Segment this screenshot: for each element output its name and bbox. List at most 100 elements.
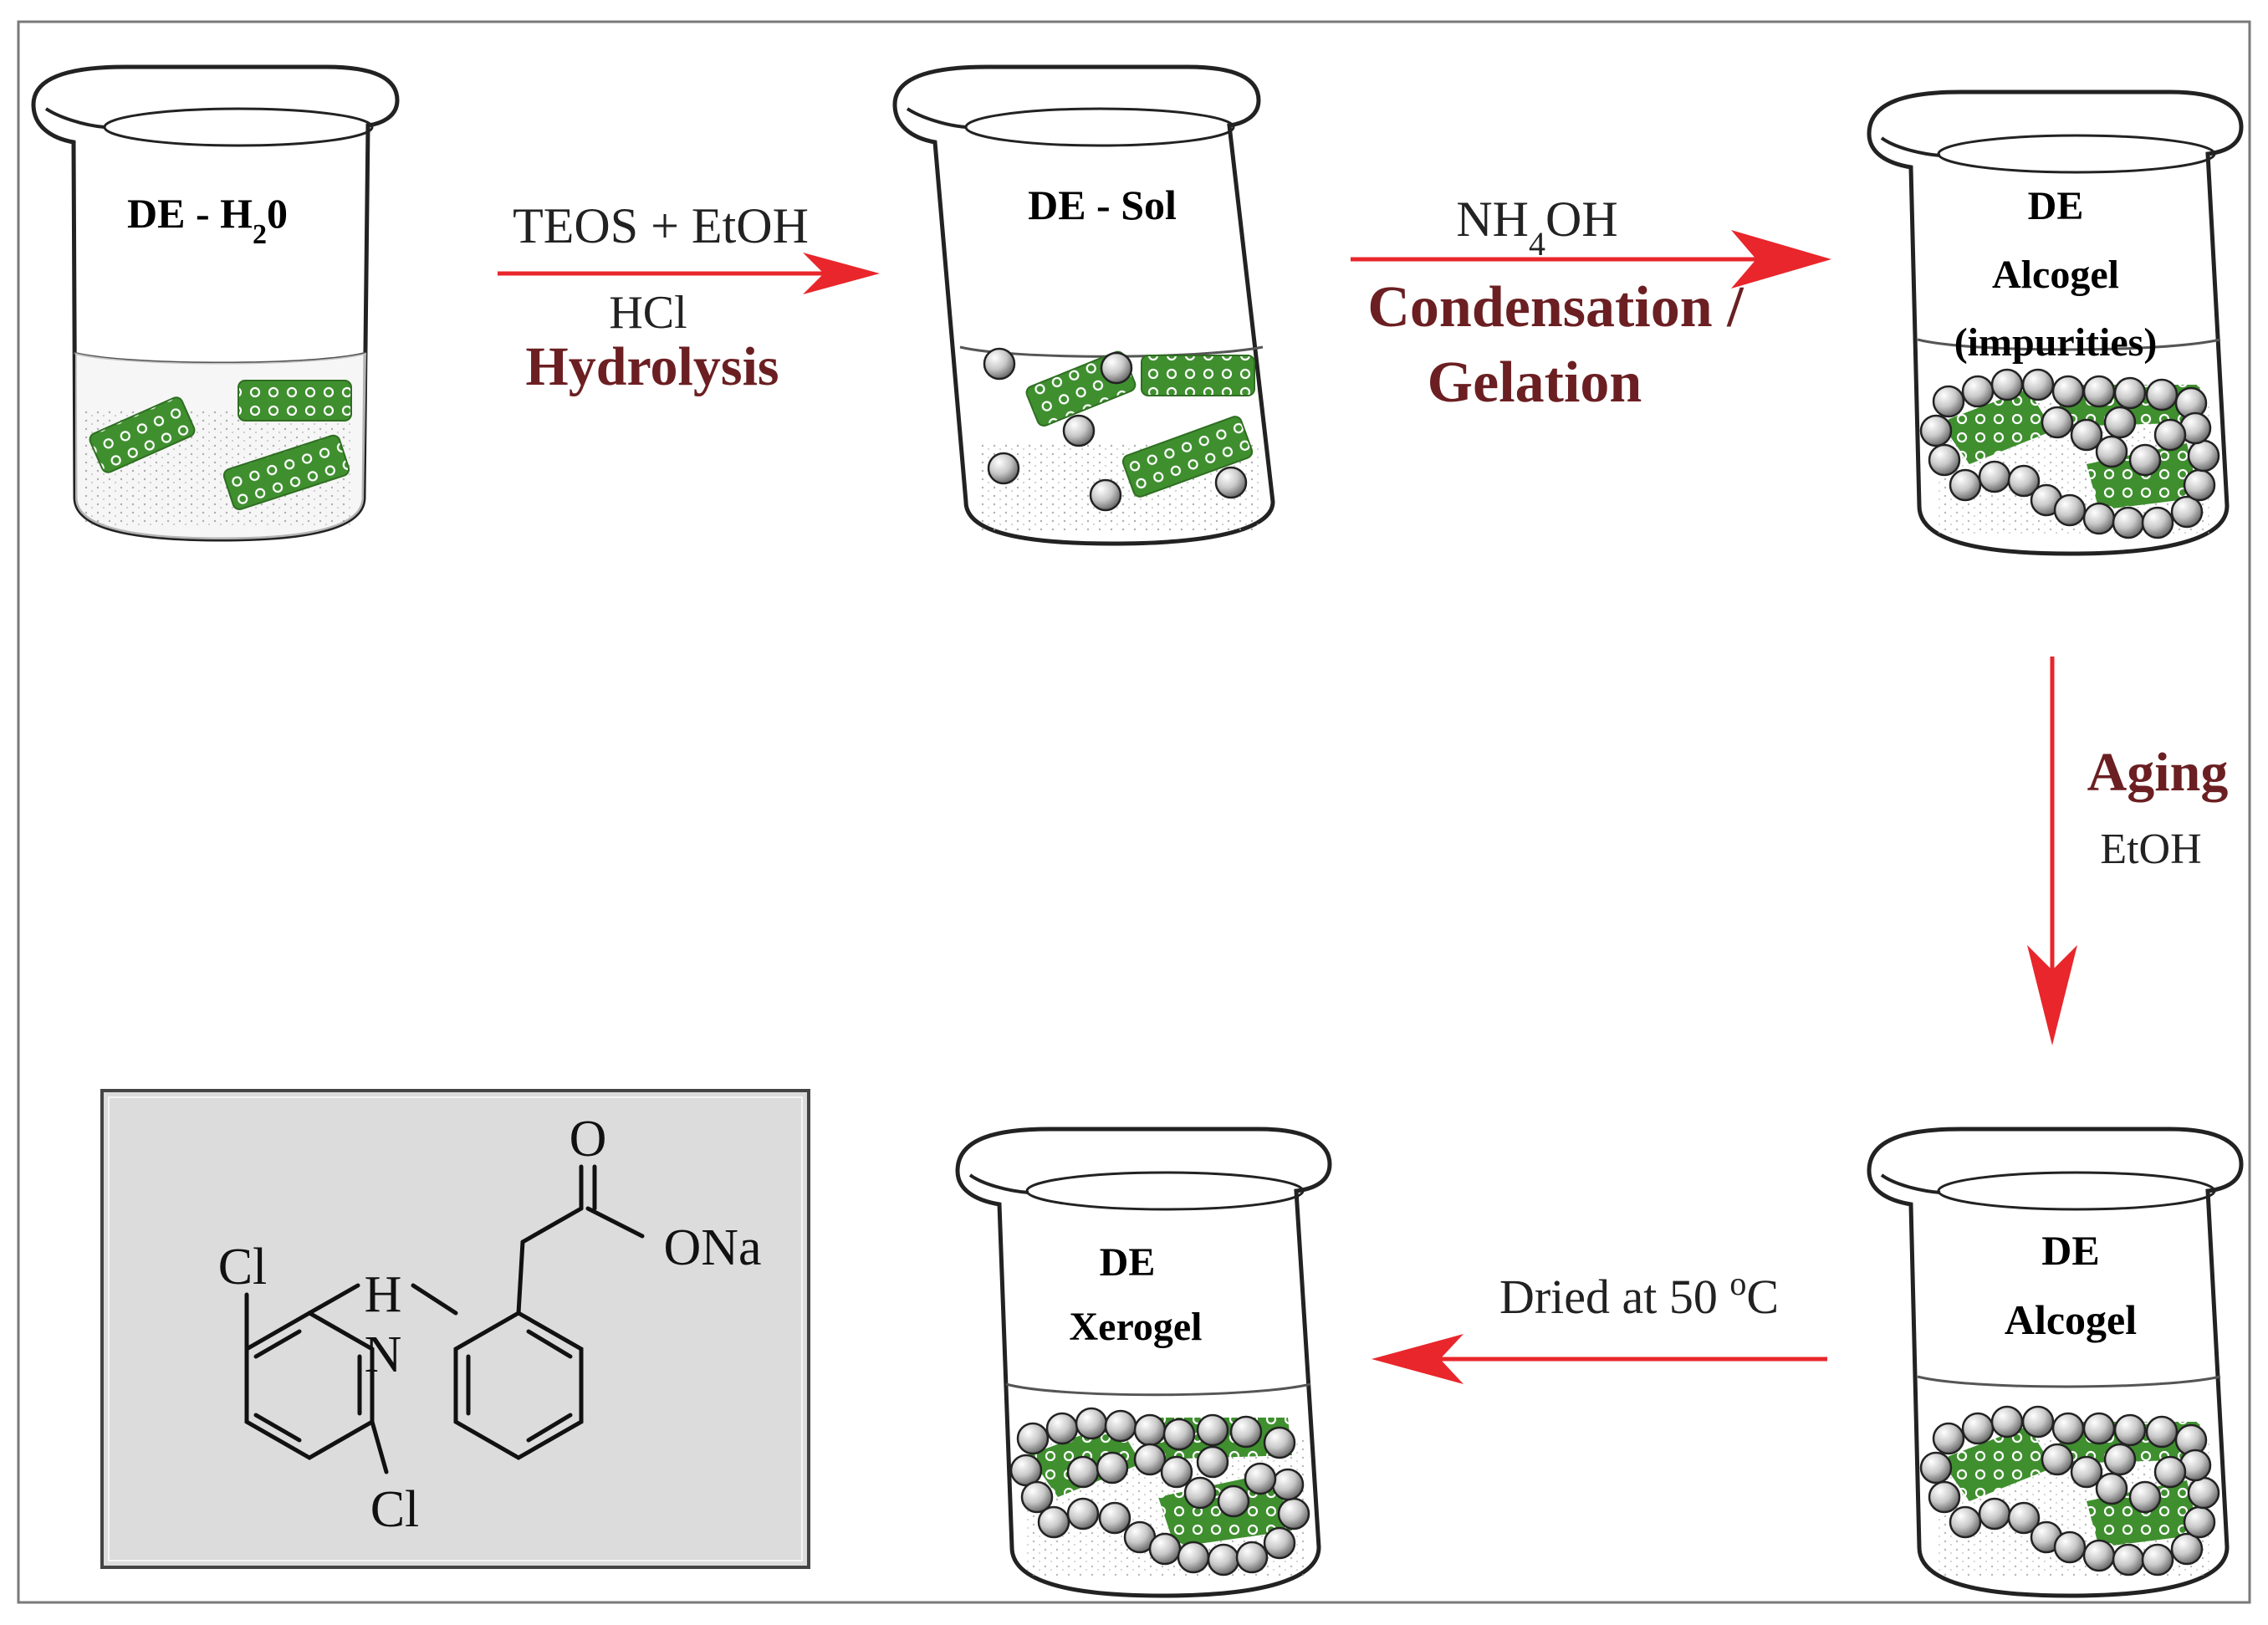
silica-particle bbox=[2145, 1415, 2179, 1449]
silica-particle bbox=[1271, 1468, 1305, 1501]
silica-particle bbox=[2082, 375, 2116, 408]
silica-particle bbox=[1020, 1480, 1054, 1514]
beaker-alcogel-line2: Alcogel bbox=[2005, 1296, 2137, 1343]
silica-particle bbox=[2007, 1501, 2041, 1535]
figure-frame bbox=[17, 20, 2251, 1604]
silica-particle bbox=[2082, 1412, 2116, 1445]
silica-particle bbox=[1066, 1455, 1100, 1489]
silica-particle bbox=[1196, 1445, 1229, 1479]
silica-particle bbox=[1045, 1412, 1079, 1445]
silica-particle bbox=[1263, 1426, 1296, 1459]
silica-particle bbox=[1978, 460, 2011, 493]
silica-particle bbox=[2041, 1443, 2074, 1476]
hydrolysis-arrow bbox=[498, 253, 880, 294]
silica-particle bbox=[1183, 1476, 1217, 1510]
aging-step-name: Aging bbox=[2087, 742, 2229, 803]
silica-particle bbox=[2021, 1405, 2055, 1438]
drying-step-label: Dried at 50 oC bbox=[1499, 1265, 1779, 1325]
silica-particle bbox=[1919, 414, 1953, 447]
beaker-alcogel-impurities-line2: Alcogel bbox=[1992, 253, 2119, 297]
silica-particle bbox=[2113, 1413, 2147, 1447]
silica-particle bbox=[2095, 435, 2128, 468]
beaker-alcogel-impurities-line3: (impurities) bbox=[1954, 320, 2158, 365]
silica-particle-cluster bbox=[1919, 368, 2220, 539]
silica-particle bbox=[1160, 1455, 1193, 1489]
silica-particle bbox=[1016, 1422, 1050, 1455]
atom-cl-bottom: Cl bbox=[370, 1481, 420, 1538]
silica-particle bbox=[2128, 443, 2162, 477]
hydrolysis-step-name: Hydrolysis bbox=[525, 336, 779, 397]
beaker-xerogel-line1: DE bbox=[1100, 1240, 1156, 1285]
beaker-alcogel-impurities bbox=[1867, 89, 2244, 556]
silica-particle bbox=[1932, 1422, 1965, 1455]
silica-particle bbox=[1217, 1484, 1250, 1518]
silica-particle bbox=[1235, 1541, 1269, 1574]
silica-particle bbox=[2007, 464, 2041, 498]
condensation-step-name-line1: Condensation / bbox=[1367, 275, 1744, 340]
silica-particle bbox=[1066, 1497, 1100, 1530]
silica-particle bbox=[2153, 418, 2187, 452]
atom-ona: ONa bbox=[663, 1219, 761, 1276]
silica-particle-cluster bbox=[1009, 1407, 1310, 1576]
silica-particle-cluster bbox=[1919, 1405, 2220, 1576]
silica-particle bbox=[1133, 1413, 1167, 1447]
silica-particle bbox=[2070, 1455, 2103, 1489]
silica-particle bbox=[2170, 495, 2204, 529]
condensation-step-name-line2: Gelation bbox=[1428, 350, 1642, 415]
condensation-reagent: NH4OH bbox=[1456, 192, 1617, 263]
silica-particle bbox=[2128, 1480, 2162, 1514]
silica-particle bbox=[1961, 1412, 1995, 1445]
beaker-alcogel-impurities-line1: DE bbox=[2028, 184, 2084, 228]
silica-particle bbox=[2141, 506, 2174, 539]
silica-particle bbox=[1037, 1505, 1070, 1539]
silica-particle bbox=[2021, 368, 2055, 401]
silica-particle bbox=[1177, 1541, 1210, 1574]
silica-particle bbox=[1104, 1409, 1137, 1443]
silica-particle bbox=[2051, 375, 2085, 408]
aging-arrow bbox=[2027, 657, 2077, 1045]
silica-particle bbox=[2051, 1412, 2085, 1445]
beaker-alcogel-line1: DE bbox=[2041, 1227, 2099, 1274]
silica-particle bbox=[2187, 439, 2220, 473]
silica-particle bbox=[2183, 1505, 2216, 1539]
silica-particle bbox=[1244, 1462, 1277, 1495]
beaker-de-h2o bbox=[31, 64, 400, 542]
atom-cl-top: Cl bbox=[218, 1239, 268, 1295]
silica-particle bbox=[1949, 468, 1982, 502]
silica-particle bbox=[1196, 1413, 1229, 1447]
silica-particle bbox=[1162, 1418, 1196, 1451]
beaker-de-sol-label: DE - Sol bbox=[1028, 181, 1177, 228]
silica-particle bbox=[2103, 406, 2137, 439]
silica-particle bbox=[1075, 1407, 1108, 1440]
silica-particle bbox=[2095, 1472, 2128, 1505]
silica-particle bbox=[2141, 1543, 2174, 1576]
silica-particle bbox=[2041, 406, 2074, 439]
silica-particle bbox=[1949, 1505, 1982, 1539]
beaker-de-h2o-label: DE - H20 bbox=[127, 190, 288, 250]
silica-particle bbox=[1990, 368, 2024, 401]
silica-particle bbox=[1133, 1443, 1167, 1476]
silica-particle bbox=[2183, 468, 2216, 502]
silica-particle bbox=[2070, 418, 2103, 452]
silica-particle bbox=[2053, 493, 2087, 527]
silica-particle bbox=[1229, 1415, 1263, 1449]
silica-particle bbox=[1096, 1451, 1129, 1484]
atom-n: N bbox=[365, 1326, 402, 1383]
silica-particle bbox=[1277, 1497, 1310, 1530]
silica-particle bbox=[1978, 1497, 2011, 1530]
beaker-alcogel bbox=[1867, 1127, 2244, 1598]
silica-particle bbox=[1263, 1526, 1296, 1560]
silica-particle bbox=[1919, 1451, 1953, 1484]
silica-particle bbox=[2153, 1455, 2187, 1489]
silica-particle bbox=[2103, 1443, 2137, 1476]
silica-particle bbox=[1207, 1543, 1240, 1576]
silica-particle bbox=[2082, 502, 2116, 535]
atom-h: H bbox=[365, 1266, 402, 1323]
hydrolysis-reagent-top: TEOS + EtOH bbox=[513, 198, 809, 253]
silica-particle bbox=[1961, 375, 1995, 408]
silica-particle bbox=[1009, 1454, 1043, 1487]
aging-reagent: EtOH bbox=[2100, 825, 2201, 873]
atom-o: O bbox=[570, 1111, 607, 1168]
